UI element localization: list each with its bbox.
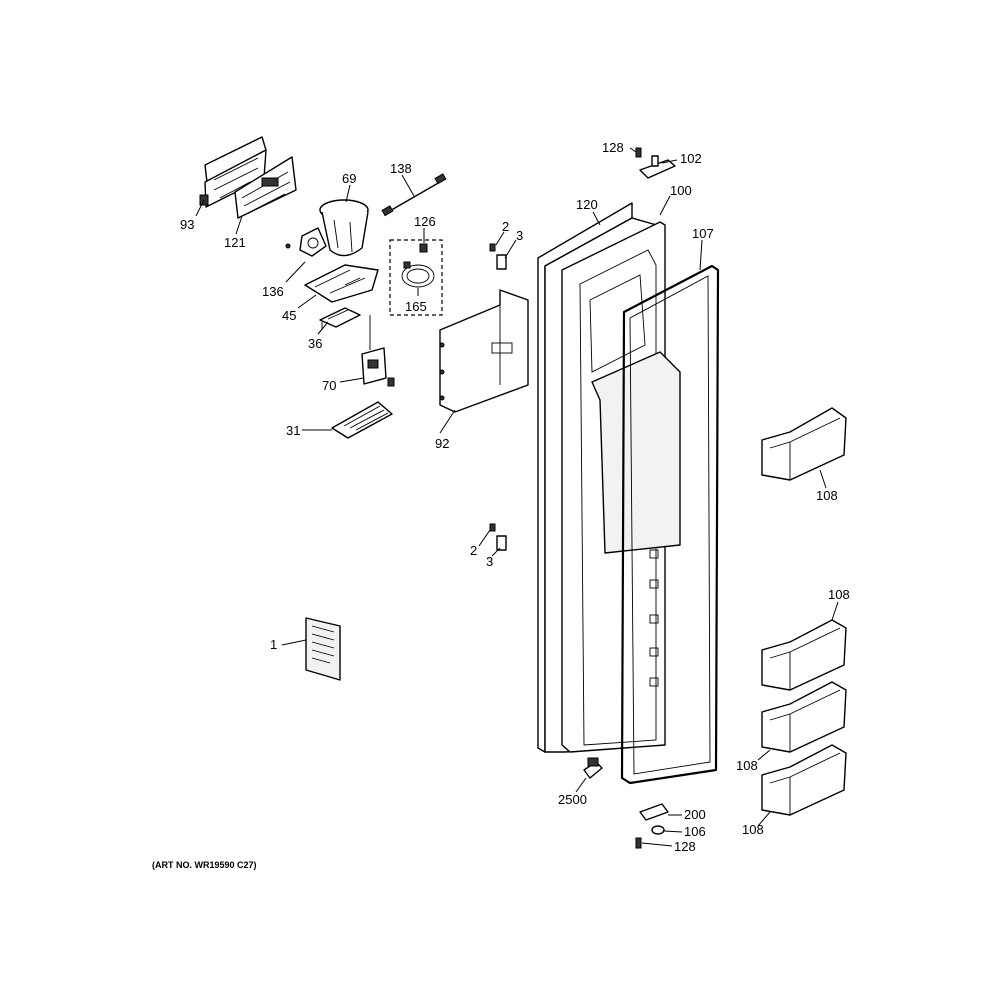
callout-labels: 93 121 69 138 126 165 136 45 36 70 31 92… (180, 140, 850, 854)
leader-lines (195, 147, 839, 847)
callout-70[interactable]: 70 (322, 378, 336, 393)
callout-126[interactable]: 126 (414, 214, 436, 229)
part-3-hinge-pin-lower[interactable] (496, 535, 507, 551)
callout-138[interactable]: 138 (390, 161, 412, 176)
callout-108-2[interactable]: 108 (828, 587, 850, 602)
callout-31[interactable]: 31 (286, 423, 300, 438)
part-2500-fitting[interactable] (583, 757, 603, 779)
callout-36[interactable]: 36 (308, 336, 322, 351)
part-106-bushing[interactable] (651, 825, 665, 835)
part-2-screw-lower[interactable] (489, 523, 496, 532)
part-108-bin-3[interactable] (761, 681, 847, 753)
part-108-bin-1[interactable] (761, 407, 847, 481)
callout-100[interactable]: 100 (670, 183, 692, 198)
part-100-door-liner[interactable] (561, 221, 681, 753)
part-128-screw-bottom[interactable] (635, 837, 642, 849)
callout-165[interactable]: 165 (405, 299, 427, 314)
part-108-bin-4[interactable] (761, 744, 847, 816)
callout-128-bottom[interactable]: 128 (674, 839, 696, 854)
callout-93[interactable]: 93 (180, 217, 194, 232)
callout-92[interactable]: 92 (435, 436, 449, 451)
art-number: (ART NO. WR19590 C27) (152, 860, 257, 870)
callout-107[interactable]: 107 (692, 226, 714, 241)
part-2-screw-upper[interactable] (489, 243, 496, 252)
part-108-bin-2[interactable] (761, 619, 847, 691)
part-102-hinge-top[interactable] (639, 155, 676, 179)
callout-108-4[interactable]: 108 (742, 822, 764, 837)
part-107-door-gasket[interactable] (620, 264, 720, 785)
part-136-actuator[interactable] (285, 227, 327, 257)
part-36-bracket[interactable] (319, 307, 361, 330)
part-126-connector[interactable] (419, 243, 428, 253)
callout-200[interactable]: 200 (684, 807, 706, 822)
callout-2-lower[interactable]: 2 (470, 543, 477, 558)
callout-3-upper[interactable]: 3 (516, 228, 523, 243)
callout-102[interactable]: 102 (680, 151, 702, 166)
part-70-switch-assembly[interactable] (361, 315, 395, 387)
callout-121[interactable]: 121 (224, 235, 246, 250)
part-69-ice-chute[interactable] (319, 199, 369, 257)
callout-45[interactable]: 45 (282, 308, 296, 323)
part-138-harness[interactable] (381, 173, 447, 217)
part-200-hinge-bottom[interactable] (639, 803, 669, 821)
part-31-drip-tray-grille[interactable] (331, 401, 393, 439)
callout-1[interactable]: 1 (270, 637, 277, 652)
callout-106[interactable]: 106 (684, 824, 706, 839)
part-45-housing[interactable] (304, 264, 379, 303)
callout-2500[interactable]: 2500 (558, 792, 587, 807)
callout-2-upper[interactable]: 2 (502, 219, 509, 234)
callout-128-top[interactable]: 128 (602, 140, 624, 155)
part-1-manual[interactable] (305, 617, 341, 681)
callout-108-1[interactable]: 108 (816, 488, 838, 503)
callout-108-3[interactable]: 108 (736, 758, 758, 773)
callout-69[interactable]: 69 (342, 171, 356, 186)
callout-136[interactable]: 136 (262, 284, 284, 299)
part-165-heater-loop[interactable] (401, 261, 435, 288)
part-128-screw-top[interactable] (635, 147, 642, 158)
part-3-hinge-pin-upper[interactable] (496, 254, 507, 270)
part-121-control-board[interactable] (234, 156, 297, 219)
callout-3-lower[interactable]: 3 (486, 554, 493, 569)
callout-120[interactable]: 120 (576, 197, 598, 212)
part-92-dispenser-cover[interactable] (439, 289, 529, 413)
